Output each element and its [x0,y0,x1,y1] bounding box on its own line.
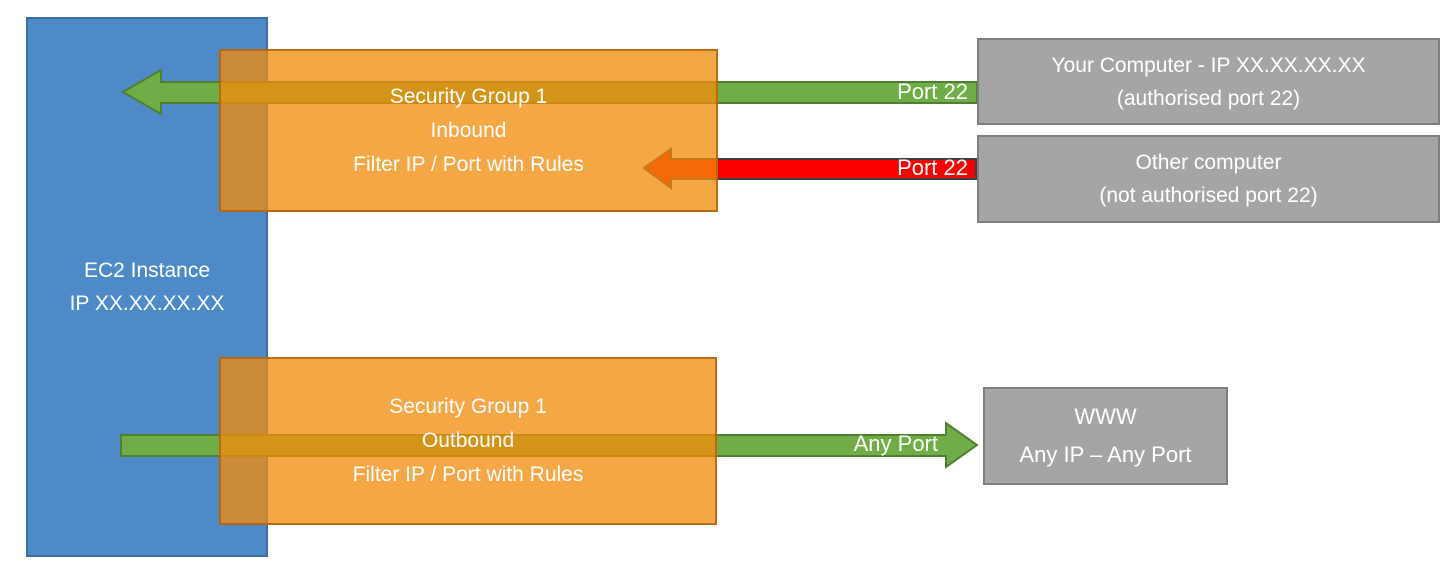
ec2-instance-name: EC2 Instance [83,259,211,282]
www-box: WWW Any IP – Any Port [983,387,1228,485]
other-computer-title: Other computer [1135,151,1282,174]
your-computer-box: Your Computer - IP XX.XX.XX.XX (authoris… [977,38,1440,125]
inbound-blocked-port-label: Port 22 [897,155,968,180]
sg-inbound-title: Security Group 1 [389,84,548,108]
outbound-port-label: Any Port [853,431,938,456]
ec2-instance-ip: IP XX.XX.XX.XX [69,292,225,315]
inbound-allowed-port-label: Port 22 [897,79,968,104]
security-group-outbound-box: Security Group 1 Outbound Filter IP / Po… [219,357,717,525]
sg-outbound-title: Security Group 1 [389,395,547,418]
your-computer-note: (authorised port 22) [1116,86,1301,110]
www-note: Any IP – Any Port [1019,442,1192,467]
security-group-inbound-box: Security Group 1 Inbound Filter IP / Por… [219,49,718,212]
www-title: WWW [1074,404,1137,429]
sg-inbound-direction: Inbound [430,118,507,142]
sg-outbound-description: Filter IP / Port with Rules [352,463,584,486]
sg-outbound-direction: Outbound [421,429,515,452]
other-computer-note: (not authorised port 22) [1099,184,1318,207]
sg-inbound-description: Filter IP / Port with Rules [353,152,584,176]
your-computer-title: Your Computer - IP XX.XX.XX.XX [1051,53,1366,77]
other-computer-box: Other computer (not authorised port 22) [977,135,1440,223]
